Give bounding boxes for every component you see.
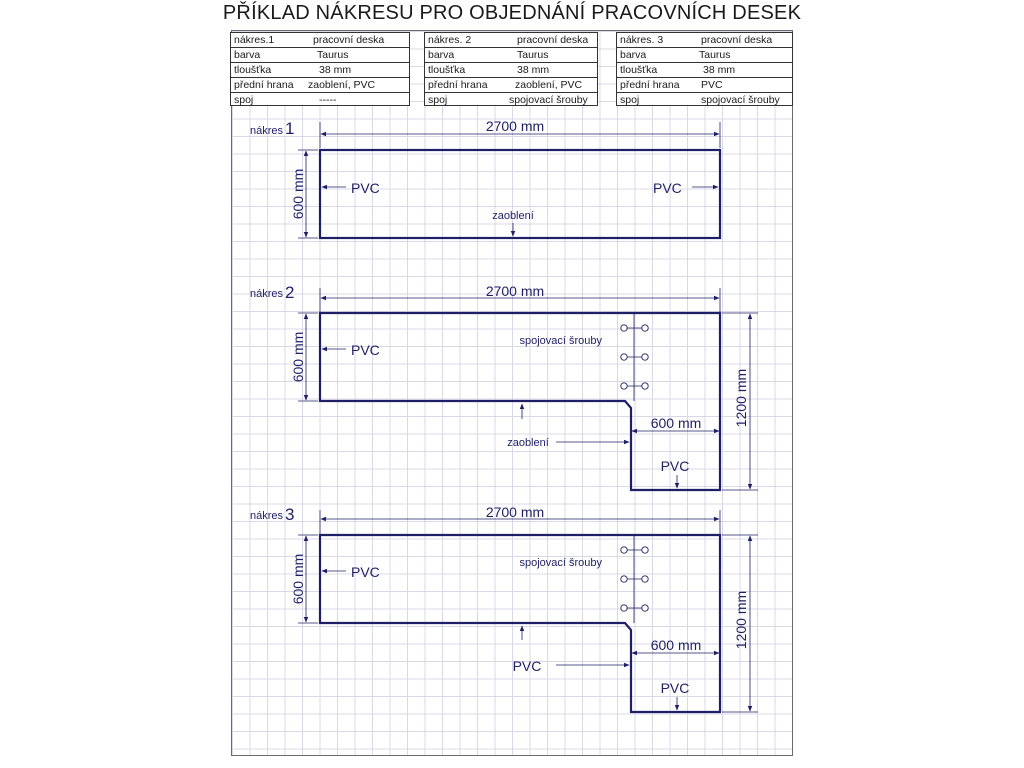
spec-value: 38 mm (703, 64, 736, 76)
drawing-label-word: nákres (250, 125, 284, 137)
spec-value: pracovní deska (517, 34, 589, 46)
depth-dimension: 600 mm (290, 332, 306, 383)
spec-key: barva (428, 49, 455, 61)
drawing-label-word: nákres (250, 510, 284, 522)
joint-label: spojovací šrouby (519, 335, 602, 347)
width-dimension: 2700 mm (486, 283, 544, 299)
spec-key: přední hrana (428, 79, 488, 91)
spec-key: nákres.1 (234, 34, 275, 46)
spec-value: zaoblení, PVC (308, 79, 376, 91)
leg-width-dimension: 600 mm (651, 637, 702, 653)
leg-end-edge-label: PVC (661, 458, 690, 474)
spec-key: tloušťka (234, 64, 272, 76)
leg-end-edge-label: PVC (661, 680, 690, 696)
drawing-3: nákres 3 2700 mm 600 mm 1200 mm (250, 504, 758, 714)
front-edge-label: zaoblení (507, 437, 549, 449)
spec-row: nákres. 2 pracovní deska (425, 33, 597, 48)
spec-value: 38 mm (319, 64, 352, 76)
spec-row: barva Taurus (617, 48, 792, 63)
spec-row: spoj ----- (231, 93, 409, 108)
spec-key: spoj (620, 94, 640, 106)
leg-width-dimension: 600 mm (651, 415, 702, 431)
spec-value: Taurus (699, 49, 731, 61)
spec-row: spoj spojovací šrouby (425, 93, 597, 108)
left-edge-label: PVC (351, 180, 380, 196)
drawing-1: nákres 1 2700 mm 600 mm PVC PVC zaoblení (250, 118, 722, 240)
spec-key: nákres. 3 (620, 34, 664, 46)
spec-value: Taurus (517, 49, 549, 61)
drawing-label-number: 3 (285, 505, 294, 524)
joint-label: spojovací šrouby (519, 557, 602, 569)
spec-key: spoj (234, 94, 254, 106)
spec-key: tloušťka (428, 64, 466, 76)
spec-row: tloušťka 38 mm (425, 63, 597, 78)
right-depth-dimension: 1200 mm (733, 591, 749, 649)
spec-key: spoj (428, 94, 448, 106)
width-dimension: 2700 mm (486, 504, 544, 520)
spec-row: tloušťka 38 mm (231, 63, 409, 78)
spec-table-2: nákres. 2 pracovní deska barva Taurus tlou… (424, 32, 598, 106)
spec-value: spojovací šrouby (509, 94, 588, 106)
spec-value: zaoblení, PVC (515, 79, 583, 91)
depth-dimension: 600 mm (290, 169, 306, 220)
worktop-outline (318, 148, 722, 240)
worktop-outline (318, 311, 722, 492)
left-edge-label: PVC (351, 342, 380, 358)
spec-row: spoj spojovací šrouby (617, 93, 792, 108)
spec-value: Taurus (317, 49, 349, 61)
spec-value: pracovní deska (701, 34, 773, 46)
depth-dimension: 600 mm (290, 554, 306, 605)
spec-row: přední hrana PVC (617, 78, 792, 93)
width-dimension: 2700 mm (486, 118, 544, 134)
spec-value: ----- (319, 94, 337, 106)
right-edge-label: PVC (653, 180, 682, 196)
spec-value: pracovní deska (313, 34, 385, 46)
spec-row: přední hrana zaoblení, PVC (425, 78, 597, 93)
drawing-2: nákres 2 2700 mm 600 mm 1200 mm (250, 283, 758, 492)
spec-value: spojovací šrouby (701, 94, 780, 106)
spec-row: tloušťka 38 mm (617, 63, 792, 78)
spec-key: tloušťka (620, 64, 658, 76)
spec-key: přední hrana (620, 79, 680, 91)
drawing-label-number: 2 (285, 283, 294, 302)
spec-value: 38 mm (517, 64, 550, 76)
spec-row: barva Taurus (425, 48, 597, 63)
page-title: PŘÍKLAD NÁKRESU PRO OBJEDNÁNÍ PRACOVNÍCH… (222, 2, 802, 24)
front-edge-label: PVC (513, 658, 542, 674)
right-depth-dimension: 1200 mm (733, 369, 749, 427)
drawing-label-word: nákres (250, 288, 284, 300)
spec-row: barva Taurus (231, 48, 409, 63)
front-edge-label: zaoblení (492, 210, 534, 222)
spec-table-3: nákres. 3 pracovní deska barva Taurus tlou… (616, 32, 793, 106)
left-edge-label: PVC (351, 564, 380, 580)
drawing-sheet (231, 30, 793, 756)
spec-value: PVC (701, 79, 723, 91)
joint-bolts (620, 546, 649, 612)
worktop-outline (318, 533, 722, 714)
spec-row: nákres. 3 pracovní deska (617, 33, 792, 48)
spec-key: barva (620, 49, 647, 61)
spec-key: nákres. 2 (428, 34, 472, 46)
joint-bolts (620, 324, 649, 390)
spec-row: přední hrana zaoblení, PVC (231, 78, 409, 93)
spec-key: barva (234, 49, 261, 61)
drawing-label-number: 1 (285, 119, 294, 138)
spec-row: nákres.1 pracovní deska (231, 33, 409, 48)
spec-table-1: nákres.1 pracovní deska barva Taurus tlouš… (230, 32, 410, 106)
spec-key: přední hrana (234, 79, 294, 91)
